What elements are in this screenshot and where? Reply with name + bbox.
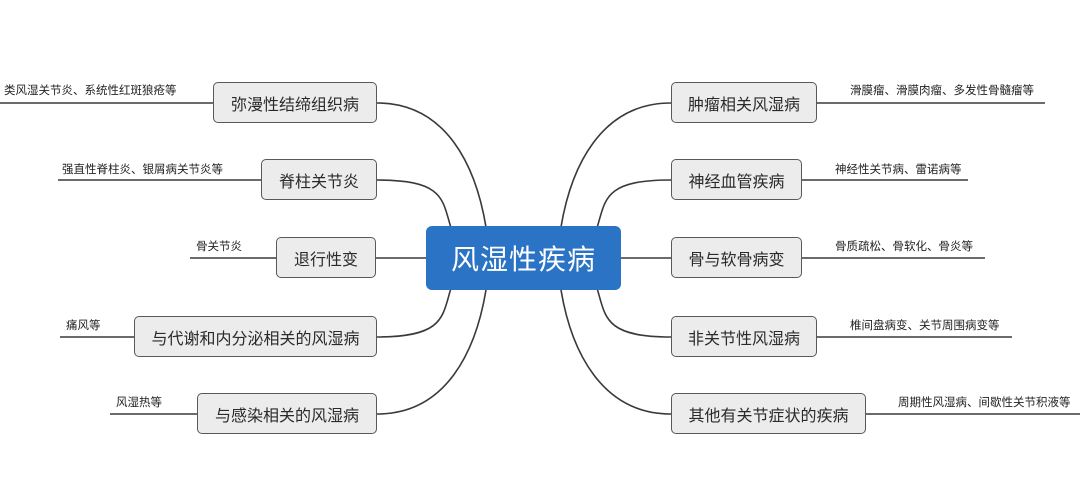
note-non-articular-rheumatism: 椎间盘病变、关节周围病变等 — [850, 318, 1000, 332]
topic-neurovascular-disease[interactable]: 神经血管疾病 — [671, 159, 802, 200]
topic-diffuse-connective-tissue-disease[interactable]: 弥漫性结缔组织病 — [213, 82, 377, 123]
note-tumor-related-rheumatic: 滑膜瘤、滑膜肉瘤、多发性骨髓瘤等 — [850, 83, 1034, 97]
note-bone-cartilage-lesion: 骨质疏松、骨软化、骨炎等 — [835, 239, 973, 253]
branch-connector-left — [376, 289, 487, 415]
branch-connector-right — [560, 289, 672, 415]
topic-spondyloarthritis[interactable]: 脊柱关节炎 — [261, 159, 377, 200]
note-neurovascular-disease: 神经性关节病、雷诺病等 — [835, 162, 962, 176]
topic-other-joint-symptom-disease[interactable]: 其他有关节症状的疾病 — [671, 393, 866, 434]
topic-label: 与感染相关的风湿病 — [214, 405, 359, 425]
topic-metabolic-endocrine-rheumatic[interactable]: 与代谢和内分泌相关的风湿病 — [134, 316, 377, 357]
note-diffuse-connective-tissue-disease: 类风湿关节炎、系统性红斑狼疮等 — [4, 83, 177, 97]
note-metabolic-endocrine-rheumatic: 痛风等 — [66, 318, 101, 332]
topic-label: 骨与软骨病变 — [688, 249, 785, 269]
branch-connector-left — [376, 284, 453, 338]
topic-infection-related-rheumatic[interactable]: 与感染相关的风湿病 — [197, 393, 377, 434]
topic-label: 神经血管疾病 — [688, 171, 785, 191]
branch-connector-right — [595, 284, 672, 338]
topic-label: 其他有关节症状的疾病 — [688, 405, 849, 425]
topic-label: 退行性变 — [293, 249, 358, 269]
branch-connector-right — [560, 102, 672, 228]
branch-connector-left — [376, 102, 487, 228]
topic-tumor-related-rheumatic[interactable]: 肿瘤相关风湿病 — [671, 82, 817, 123]
topic-label: 与代谢和内分泌相关的风湿病 — [151, 328, 360, 348]
note-spondyloarthritis: 强直性脊柱炎、银屑病关节炎等 — [62, 162, 223, 176]
branch-connector-right — [595, 179, 672, 232]
topic-degenerative-change[interactable]: 退行性变 — [276, 237, 376, 278]
topic-label: 非关节性风湿病 — [687, 328, 800, 348]
topic-bone-cartilage-lesion[interactable]: 骨与软骨病变 — [671, 237, 802, 278]
note-other-joint-symptom-disease: 周期性风湿病、间歇性关节积液等 — [898, 395, 1071, 409]
central-topic-label: 风湿性疾病 — [450, 243, 596, 276]
branch-connector-left — [376, 179, 453, 232]
topic-label: 肿瘤相关风湿病 — [687, 94, 800, 114]
topic-label: 脊柱关节炎 — [278, 171, 359, 191]
central-topic[interactable]: 风湿性疾病 — [426, 226, 621, 290]
topic-label: 弥漫性结缔组织病 — [230, 94, 359, 114]
note-degenerative-change: 骨关节炎 — [196, 239, 242, 253]
note-infection-related-rheumatic: 风湿热等 — [116, 395, 162, 409]
topic-non-articular-rheumatism[interactable]: 非关节性风湿病 — [671, 316, 817, 357]
